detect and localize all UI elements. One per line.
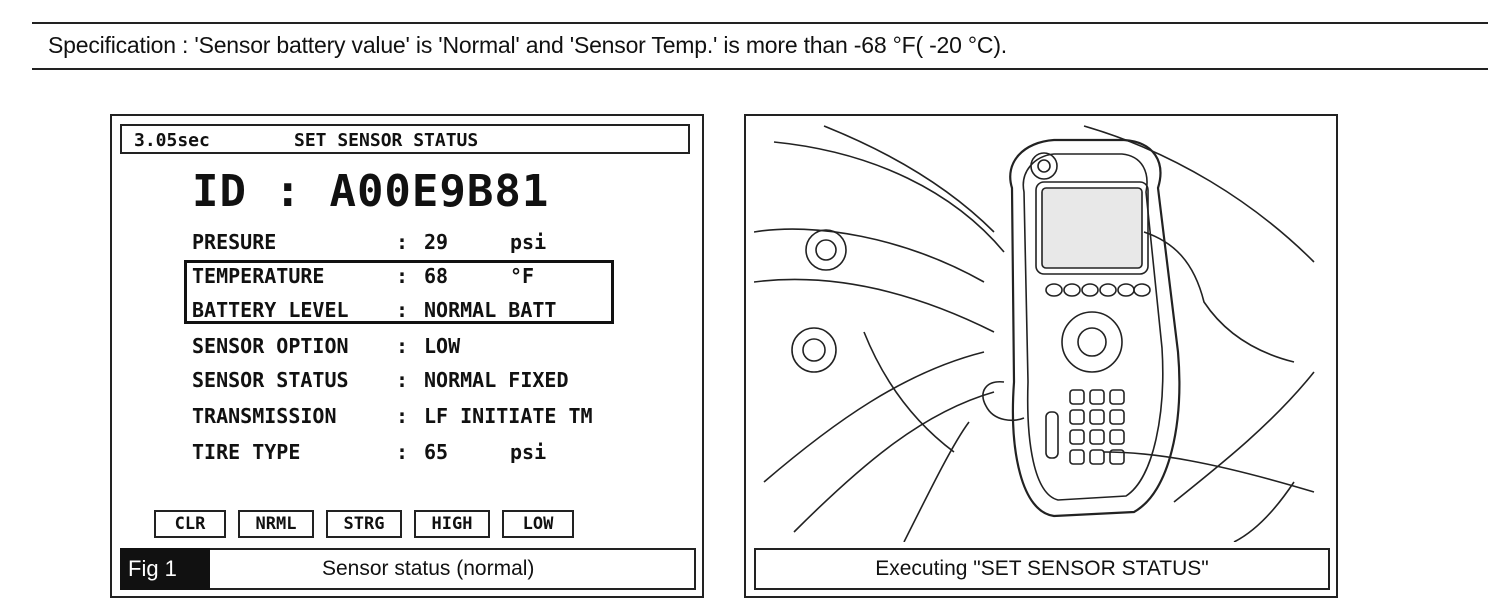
rim-line <box>1233 481 1295 542</box>
row-label: PRESURE <box>192 230 277 254</box>
screen-title: SET SENSOR STATUS <box>294 130 479 151</box>
row-unit: °F <box>510 264 535 288</box>
row-value: 68 <box>424 264 449 288</box>
rim-line <box>773 141 1005 253</box>
lug-nut <box>802 338 826 362</box>
row-value: 29 <box>424 230 449 254</box>
tpms-tester-illustration <box>754 125 1315 542</box>
temperature-battery-highlight-box <box>184 260 614 324</box>
row-colon: : <box>396 298 409 322</box>
hand-outline <box>1143 231 1295 363</box>
figure-number-tag: Fig 1 <box>120 548 210 590</box>
row-label: TRANSMISSION <box>192 404 337 428</box>
lug-nut <box>791 327 837 373</box>
d-pad-center <box>1077 327 1107 357</box>
figure-caption: Executing "SET SENSOR STATUS" <box>875 557 1209 580</box>
row-value: LOW <box>424 334 461 358</box>
keypad-key <box>1069 449 1085 465</box>
clr-button[interactable]: CLR <box>154 510 226 538</box>
keypad-key <box>1089 449 1105 465</box>
side-grip <box>1045 411 1059 459</box>
lug-nut <box>805 229 847 271</box>
soft-key <box>1045 283 1063 297</box>
keypad-key <box>1069 389 1085 405</box>
row-colon: : <box>396 334 409 358</box>
soft-key <box>1117 283 1135 297</box>
figure-caption-box: Executing "SET SENSOR STATUS" <box>754 548 1330 590</box>
rim-line <box>903 421 970 542</box>
rim-line <box>763 351 985 483</box>
keypad-key <box>1109 429 1125 445</box>
keypad-key <box>1069 409 1085 425</box>
tester-screen <box>1041 187 1143 269</box>
hand-outline <box>1103 451 1315 493</box>
tester-illustration-panel: Executing "SET SENSOR STATUS" <box>744 114 1338 598</box>
rim-line <box>823 125 995 233</box>
screen-header: 3.05sec SET SENSOR STATUS <box>120 124 690 154</box>
rim-line <box>754 228 985 283</box>
valve-stem <box>1037 159 1051 173</box>
soft-key <box>1099 283 1117 297</box>
figure-caption-box: Fig 1 Sensor status (normal) <box>120 548 696 590</box>
low-button[interactable]: LOW <box>502 510 574 538</box>
d-pad <box>1061 311 1123 373</box>
row-label: SENSOR STATUS <box>192 368 349 392</box>
high-button[interactable]: HIGH <box>414 510 490 538</box>
keypad-key <box>1089 389 1105 405</box>
strg-button[interactable]: STRG <box>326 510 402 538</box>
rim-line <box>1173 371 1315 503</box>
tester-body <box>1009 138 1181 518</box>
rim-line <box>793 391 995 533</box>
row-colon: : <box>396 404 409 428</box>
keypad-key <box>1089 409 1105 425</box>
keypad-key <box>1089 429 1105 445</box>
soft-key <box>1081 283 1099 297</box>
row-unit: psi <box>510 440 547 464</box>
sensor-status-screen: 3.05sec SET SENSOR STATUS ID : A00E9B81 … <box>110 114 704 598</box>
lug-nut <box>815 239 837 261</box>
thumb-outline <box>982 381 1025 421</box>
elapsed-time: 3.05sec <box>134 130 210 151</box>
keypad-key <box>1109 409 1125 425</box>
rim-line <box>754 278 995 333</box>
tester-screen-bezel <box>1035 181 1149 275</box>
keypad-key <box>1069 429 1085 445</box>
row-value: NORMAL BATT <box>424 298 557 322</box>
figure-caption: Sensor status (normal) <box>322 557 535 580</box>
row-colon: : <box>396 264 409 288</box>
nrml-button[interactable]: NRML <box>238 510 314 538</box>
rim-line <box>1083 125 1315 263</box>
row-colon: : <box>396 368 409 392</box>
row-value: 65 <box>424 440 449 464</box>
row-label: TEMPERATURE <box>192 264 325 288</box>
row-colon: : <box>396 440 409 464</box>
row-colon: : <box>396 230 409 254</box>
row-label: TIRE TYPE <box>192 440 301 464</box>
row-label: SENSOR OPTION <box>192 334 349 358</box>
soft-key <box>1063 283 1081 297</box>
tester-inner-outline <box>1022 153 1164 501</box>
row-value: LF INITIATE TM <box>424 404 593 428</box>
row-label: BATTERY LEVEL <box>192 298 349 322</box>
rim-line <box>863 331 955 453</box>
top-rule <box>32 22 1488 24</box>
specification-text: Specification : 'Sensor battery value' i… <box>48 32 1007 58</box>
soft-key <box>1133 283 1151 297</box>
row-unit: psi <box>510 230 547 254</box>
sensor-id: ID : A00E9B81 <box>192 166 550 217</box>
bottom-rule <box>32 68 1488 70</box>
keypad-key <box>1109 389 1125 405</box>
row-value: NORMAL FIXED <box>424 368 569 392</box>
keypad-key <box>1109 449 1125 465</box>
